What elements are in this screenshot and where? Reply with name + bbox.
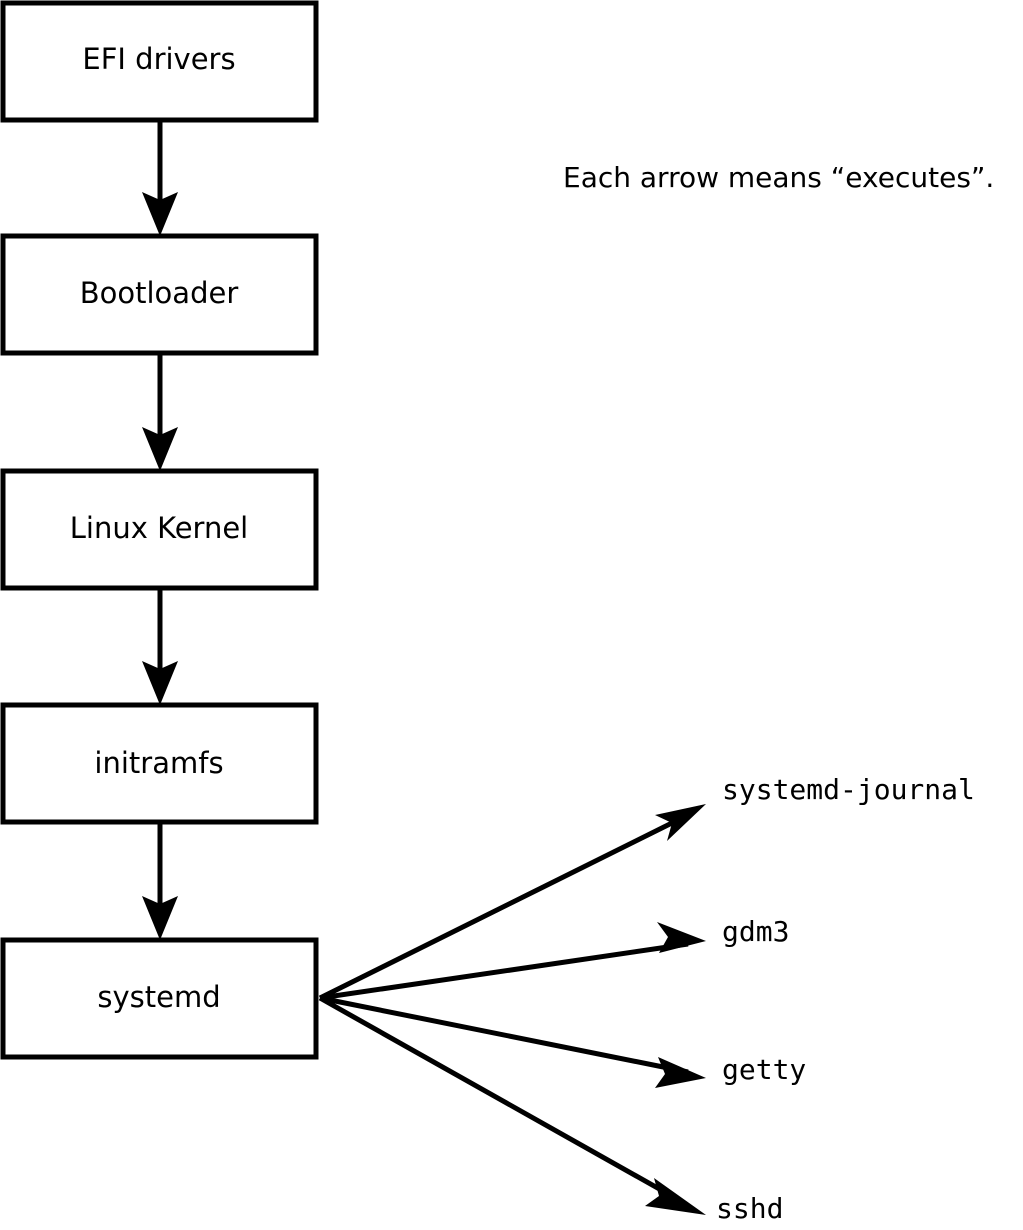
chain-arrow-efi-to-bootloader [142,120,178,236]
arrow-head-down-icon [142,192,178,236]
boot-stage-label: Bootloader [80,276,239,310]
chain-arrow-kernel-to-initramfs [142,588,178,705]
arrow-head-icon [645,1178,706,1215]
legend-note: Each arrow means “executes”. [563,161,994,194]
fan-arrow-getty [319,995,706,1088]
fan-arrow-line [318,995,688,1207]
fan-arrow-line [319,995,689,1075]
arrow-head-icon [657,922,706,953]
boot-stage-label: initramfs [94,746,223,780]
chain-arrow-initramfs-to-systemd [142,822,178,940]
boot-stage-bootloader[interactable]: Bootloader [0,233,319,356]
boot-stage-efi-drivers[interactable]: EFI drivers [0,0,319,123]
fan-arrow-gdm3 [319,922,706,1001]
arrow-head-icon [655,804,706,841]
fan-arrow-systemd-journal [318,804,706,1001]
arrow-head-down-icon [142,427,178,471]
boot-stage-systemd[interactable]: systemd [0,937,319,1060]
arrow-head-icon [655,1057,706,1088]
chain-arrow-bootloader-to-kernel [142,353,178,471]
boot-stage-initramfs[interactable]: initramfs [0,702,319,825]
boot-stage-box [0,702,319,825]
boot-stage-box [0,233,319,356]
service-label-sshd: sshd [716,1192,783,1225]
fan-arrow-line [319,941,689,1001]
boot-stage-box [0,0,319,123]
service-label-systemd-journal: systemd-journal [722,773,975,806]
boot-stage-box [0,937,319,1060]
service-label-gdm3: gdm3 [722,915,789,948]
boot-stage-box [0,468,319,591]
service-label-getty: getty [722,1053,806,1086]
fan-arrow-sshd [318,995,706,1215]
boot-stage-label: systemd [97,980,220,1014]
boot-stage-linux-kernel[interactable]: Linux Kernel [0,468,319,591]
arrow-head-down-icon [142,896,178,940]
boot-stage-label: Linux Kernel [70,511,248,545]
arrow-head-down-icon [142,661,178,705]
boot-stage-label: EFI drivers [82,42,235,76]
fan-arrow-line [318,813,688,1001]
